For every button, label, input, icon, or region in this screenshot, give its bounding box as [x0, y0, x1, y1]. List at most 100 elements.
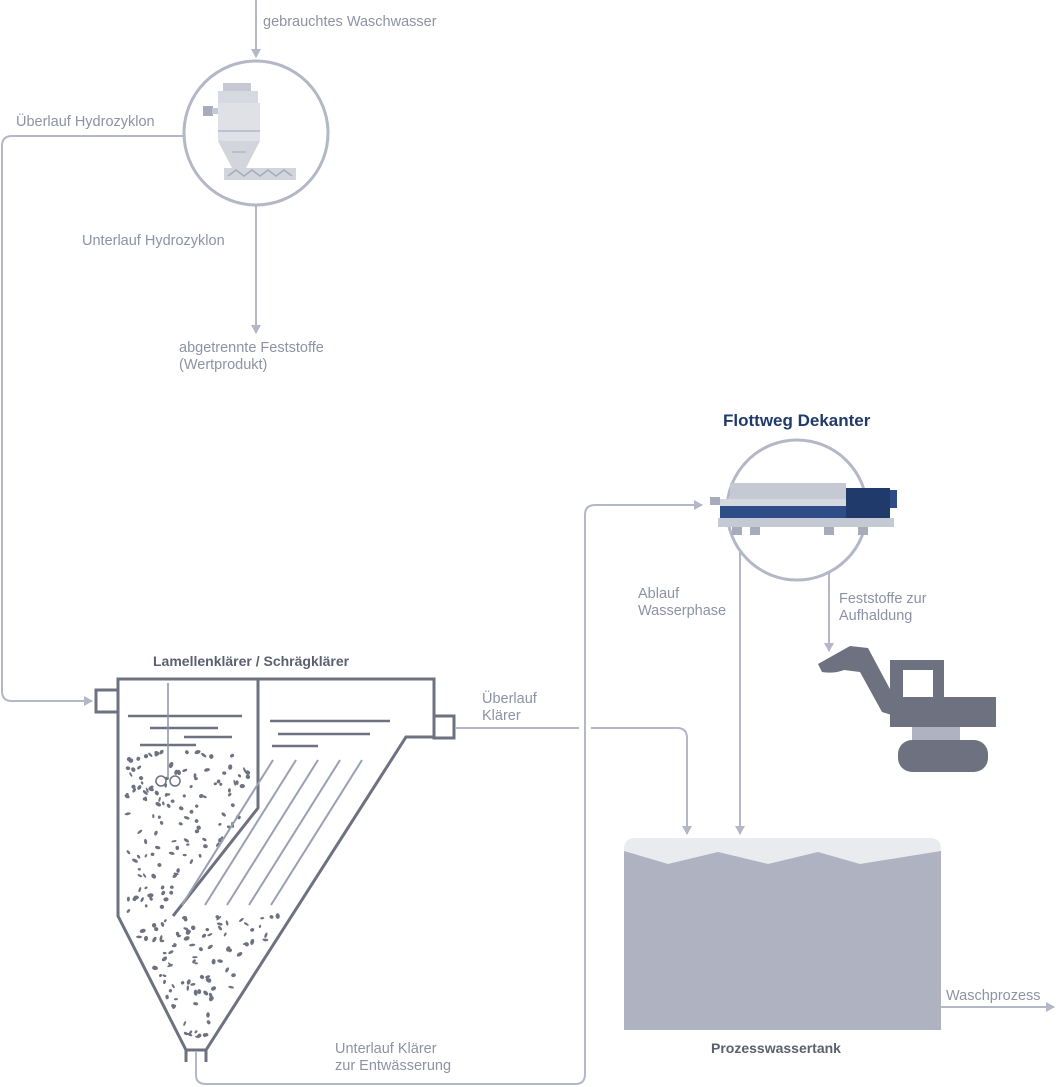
sediment-particle — [192, 959, 196, 964]
sediment-particle — [228, 985, 235, 989]
sediment-particle — [158, 796, 161, 802]
sediment-particle — [125, 766, 131, 771]
sediment-particle — [144, 886, 148, 890]
label-clarifier-underflow-line2: zur Entwässerung — [335, 1058, 452, 1074]
sediment-particle — [228, 764, 233, 770]
sediment-particle — [136, 756, 141, 761]
sediment-particle — [175, 845, 180, 850]
sediment-particle — [230, 803, 235, 808]
clarifier-title: Lamellenklärer / Schrägklärer — [153, 653, 350, 669]
sediment-particle — [205, 977, 212, 983]
label-separated-solids-line1: abgetrennte Feststoffe — [179, 340, 324, 356]
sediment-particle — [163, 897, 169, 902]
sediment-particle — [243, 922, 249, 926]
sediment-particle — [175, 931, 180, 937]
sediment-particle — [194, 750, 201, 755]
sediment-particle — [264, 932, 268, 938]
sediment-particle — [137, 829, 143, 834]
sediment-particle — [217, 959, 223, 963]
sediment-particle — [275, 913, 280, 919]
sediment-particle — [189, 859, 194, 865]
sediment-particle — [171, 1003, 175, 1008]
sediment-particle — [139, 928, 146, 934]
sediment-particle — [205, 927, 210, 932]
sediment-particle — [144, 796, 148, 802]
sediment-particle — [140, 781, 144, 785]
sediment-particle — [216, 916, 222, 921]
sediment-particle — [215, 842, 220, 847]
sediment-particle — [186, 979, 191, 985]
label-water-phase: Ablauf Wasserphase — [638, 586, 726, 620]
sediment-particle — [157, 815, 161, 819]
sediment-particle — [173, 998, 178, 1001]
sediment-particle — [138, 887, 142, 893]
sediment-particle — [128, 758, 134, 763]
sediment-particle — [168, 950, 174, 955]
sediment-particle — [150, 852, 155, 857]
sediment-particle — [171, 840, 177, 843]
flow-overflow-hydrocyclone — [1, 135, 188, 706]
sediment-particle — [230, 753, 235, 758]
sediment-particle — [245, 770, 251, 775]
label-clarifier-underflow: Unterlauf Klärer zur Entwässerung — [335, 1041, 451, 1075]
sediment-particle — [182, 794, 186, 798]
sediment-particle — [263, 938, 267, 942]
sediment-particle — [163, 919, 167, 923]
sediment-particle — [137, 867, 141, 871]
hydrocyclone-icon — [182, 59, 330, 207]
sediment-particle — [131, 767, 136, 772]
sediment-particle — [245, 774, 251, 780]
sediment-particle — [198, 853, 202, 858]
sediment-particle — [225, 967, 229, 973]
sediment-particle — [194, 829, 200, 834]
sediment-particle — [208, 996, 214, 1002]
sediment-particle — [182, 768, 188, 772]
sediment-particle — [206, 1020, 211, 1025]
label-input: gebrauchtes Waschwasser — [263, 14, 437, 30]
sediment-particle — [137, 874, 143, 878]
sediment-particle — [126, 909, 131, 913]
sediment-particle — [162, 951, 167, 955]
sediment-particle — [211, 958, 216, 965]
sediment-particle — [217, 925, 223, 931]
sediment-particle — [218, 838, 222, 843]
sediment-particle — [155, 802, 162, 807]
sediment-particle — [136, 854, 141, 859]
sediment-particle — [167, 963, 173, 968]
sediment-particle — [157, 862, 162, 867]
sediment-particle — [144, 904, 148, 908]
sediment-particle — [151, 923, 157, 928]
label-underflow-hydrocyclone: Unterlauf Hydrozyklon — [82, 233, 225, 249]
sediment-particle — [139, 776, 144, 781]
sediment-particle — [154, 830, 158, 836]
tank-title: Prozesswassertank — [711, 1040, 841, 1056]
sediment-particle — [169, 885, 174, 889]
sediment-particle — [186, 843, 190, 846]
sediment-particle — [145, 787, 149, 793]
label-overflow-hydrocyclone: Überlauf Hydrozyklon — [16, 114, 155, 130]
sediment-particle — [227, 788, 231, 793]
sediment-particle — [170, 799, 175, 803]
sediment-particle — [151, 873, 157, 879]
sediment-particle — [258, 924, 262, 929]
sediment-particle — [243, 767, 247, 774]
sediment-particle — [154, 751, 160, 756]
sediment-particle — [218, 823, 222, 826]
label-water-phase-line2: Wasserphase — [638, 603, 727, 619]
label-separated-solids: abgetrennte Feststoffe (Wertprodukt) — [179, 340, 324, 374]
sediment-particle — [193, 989, 198, 996]
label-solids-heap: Feststoffe zur Aufhaldung — [839, 591, 927, 625]
sediment-particle — [180, 981, 185, 985]
sediment-particle — [183, 838, 190, 843]
decanter-centrifuge-icon — [710, 438, 897, 582]
sediment-particle — [144, 838, 148, 845]
sediment-particle — [164, 792, 168, 797]
sediment-particle — [173, 872, 179, 876]
sediment-particle — [193, 1002, 199, 1006]
sediment-particle — [201, 752, 207, 758]
sediment-particle — [178, 806, 184, 811]
sediment-particle — [225, 920, 229, 926]
sediment-particle — [154, 927, 159, 932]
sediment-particle — [194, 962, 198, 965]
sediment-particle — [196, 825, 201, 830]
